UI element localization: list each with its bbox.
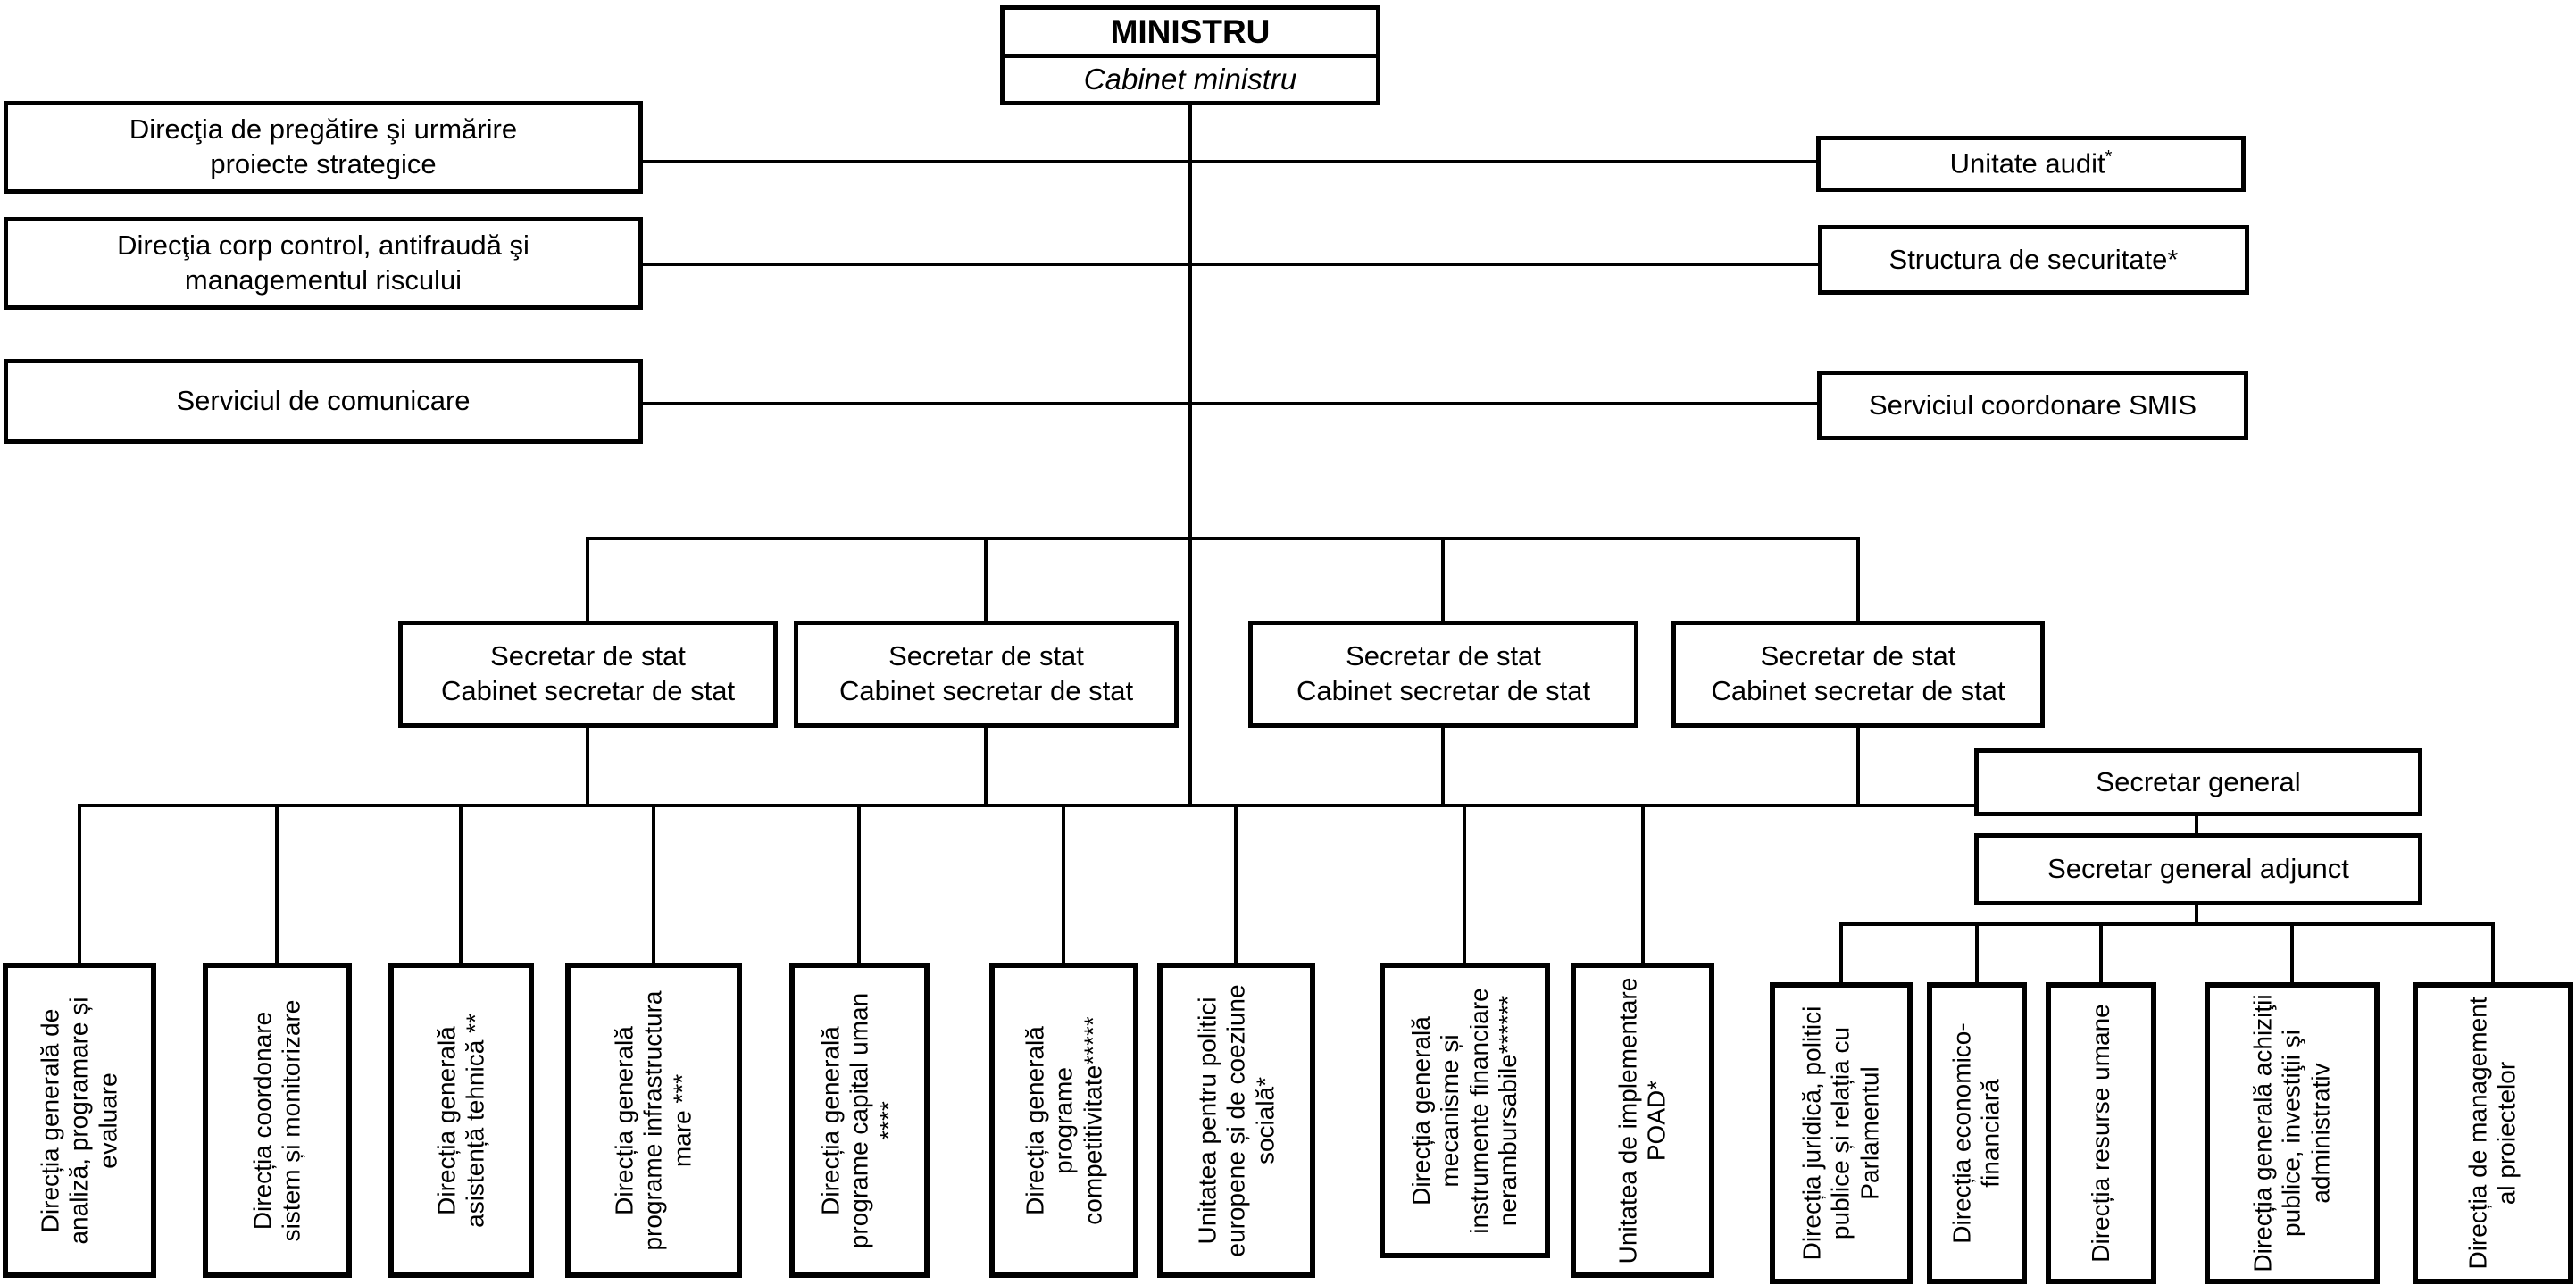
connector-row1 xyxy=(641,160,1818,163)
box-unitatea-implementare-poad: Unitatea de implementare POAD* xyxy=(1571,963,1714,1278)
connector-ss-down-2 xyxy=(984,726,988,807)
connector-ss-drop-2 xyxy=(984,537,988,622)
box-serviciul-comunicare: Serviciul de comunicare xyxy=(4,359,643,444)
box-directia-pregatire-proiecte-strategice: Direcţia de pregătire şi urmărire proiec… xyxy=(4,101,643,194)
box-secretar-general: Secretar general xyxy=(1974,748,2422,816)
unit-label: Secretar general adjunct xyxy=(2047,853,2349,885)
connector-row3 xyxy=(641,402,1819,405)
connector-rdrop-2 xyxy=(1975,924,1979,984)
box-directia-juridica: Direcția juridică, politici publice și r… xyxy=(1770,982,1913,1284)
connector-ss-drop-1 xyxy=(586,537,589,622)
connector-sga-link xyxy=(2195,904,2198,926)
connector-drop-6 xyxy=(1062,805,1065,964)
box-dg-mecanisme-instrumente-financiare: Direcția generală mecanisme și instrumen… xyxy=(1380,963,1550,1258)
ss-line1: Secretar de stat xyxy=(490,640,686,672)
connector-rdrop-3 xyxy=(2099,924,2103,984)
box-dg-analiza-programare-evaluare: Direcția generală de analiză, programare… xyxy=(3,963,156,1278)
connector-right-bus xyxy=(1839,922,2495,926)
box-secretar-de-stat-1: Secretar de stat Cabinet secretar de sta… xyxy=(398,621,778,728)
box-secretar-de-stat-4: Secretar de stat Cabinet secretar de sta… xyxy=(1671,621,2045,728)
unit-label: Direcția generală programe capital uman … xyxy=(815,992,902,1248)
ss-line2: Cabinet secretar de stat xyxy=(838,675,1134,706)
box-directia-management-proiecte: Direcția de management al proiectelor xyxy=(2413,982,2573,1284)
box-secretar-de-stat-2: Secretar de stat Cabinet secretar de sta… xyxy=(794,621,1179,728)
unit-label: Unitate audit xyxy=(1949,147,2105,179)
unit-label: Unitatea pentru politici europene și de … xyxy=(1192,983,1279,1257)
ss-line2: Cabinet secretar de stat xyxy=(440,675,736,706)
unit-label: Serviciul coordonare SMIS xyxy=(1869,388,2197,421)
ministru-cabinet: Cabinet ministru xyxy=(1083,63,1297,96)
box-secretar-de-stat-3: Secretar de stat Cabinet secretar de sta… xyxy=(1248,621,1638,728)
ss-line2: Cabinet secretar de stat xyxy=(1711,675,2005,706)
connector-ss-down-3 xyxy=(1441,726,1445,807)
unit-label: Direcția resurse umane xyxy=(2086,1004,2114,1263)
box-directia-corp-control: Direcţia corp control, antifraudă şi man… xyxy=(4,217,643,310)
unit-label: Unitatea de implementare POAD* xyxy=(1613,977,1671,1264)
connector-main-bus xyxy=(78,804,1976,807)
box-structura-securitate: Structura de securitate* xyxy=(1818,225,2249,295)
unit-label: Direcţia de pregătire şi urmărire proiec… xyxy=(129,113,518,179)
box-dg-programe-infrastructura-mare: Direcția generală programe infrastructur… xyxy=(565,963,742,1278)
unit-label: Structura de securitate* xyxy=(1888,243,2179,275)
connector-drop-3 xyxy=(459,805,463,964)
unit-label: Direcția juridică, politici publice și r… xyxy=(1797,1005,1884,1261)
connector-drop-9 xyxy=(1641,805,1645,964)
unit-label: Direcția economico-financiară xyxy=(1947,1022,2005,1244)
connector-ss-down-1 xyxy=(586,726,589,807)
connector-drop-2 xyxy=(275,805,279,964)
connector-drop-7 xyxy=(1234,805,1238,964)
connector-rdrop-5 xyxy=(2491,924,2495,984)
box-directia-economico-financiara: Direcția economico-financiară xyxy=(1927,982,2027,1284)
ss-line1: Secretar de stat xyxy=(1346,640,1541,672)
box-serviciul-coordonare-smis: Serviciul coordonare SMIS xyxy=(1817,371,2248,440)
box-dg-asistenta-tehnica: Direcția generală asistență tehnică ** xyxy=(388,963,534,1278)
connector-sg-link xyxy=(2195,814,2198,835)
ss-line1: Secretar de stat xyxy=(888,640,1084,672)
unit-label: Direcția generală mecanisme și instrumen… xyxy=(1406,987,1521,1234)
box-unitate-audit: Unitate audit* xyxy=(1816,136,2246,192)
connector-rdrop-4 xyxy=(2290,924,2294,984)
connector-ss-bus xyxy=(586,537,1860,540)
unit-label: Direcția generală programe infrastructur… xyxy=(610,990,696,1251)
unit-label: Direcția generală de analiză, programare… xyxy=(36,996,122,1245)
box-ministru: MINISTRU Cabinet ministru xyxy=(1000,5,1380,105)
unit-label: Direcția generală achiziţii publice, inv… xyxy=(2248,994,2335,1272)
ss-line2: Cabinet secretar de stat xyxy=(1296,675,1591,706)
ss-line1: Secretar de stat xyxy=(1760,640,1956,672)
connector-rdrop-1 xyxy=(1839,924,1843,984)
connector-drop-8 xyxy=(1463,805,1466,964)
unit-label: Direcţia corp control, antifraudă şi man… xyxy=(117,229,529,296)
box-directia-resurse-umane: Direcția resurse umane xyxy=(2046,982,2156,1284)
connector-ss-down-4 xyxy=(1856,726,1860,807)
box-dg-programe-competitivitate: Direcția generală programe competitivita… xyxy=(989,963,1138,1278)
box-unitatea-politici-europene-coeziune: Unitatea pentru politici europene și de … xyxy=(1157,963,1315,1278)
box-dg-achizitii-publice: Direcția generală achiziţii publice, inv… xyxy=(2205,982,2380,1284)
connector-ss-drop-4 xyxy=(1856,537,1860,622)
unit-label: Secretar general xyxy=(2096,765,2301,797)
unit-label: Direcția generală asistență tehnică ** xyxy=(432,1013,489,1228)
unit-label: Serviciul de comunicare xyxy=(176,385,471,417)
box-directia-coordonare-sistem: Direcția coordonare sistem și monitoriza… xyxy=(203,963,352,1278)
box-dg-programe-capital-uman: Direcția generală programe capital uman … xyxy=(789,963,930,1278)
connector-ss-drop-3 xyxy=(1441,537,1445,622)
connector-trunk xyxy=(1188,104,1192,807)
connector-drop-4 xyxy=(652,805,655,964)
unit-label: Direcția generală programe competitivita… xyxy=(1020,1015,1106,1225)
connector-drop-1 xyxy=(78,805,81,964)
connector-row2 xyxy=(641,263,1821,266)
ministru-title: MINISTRU xyxy=(1005,10,1376,58)
box-secretar-general-adjunct: Secretar general adjunct xyxy=(1974,833,2422,905)
connector-drop-5 xyxy=(857,805,861,964)
asterisk-superscript: * xyxy=(2105,146,2113,167)
unit-label: Direcția de management al proiectelor xyxy=(2463,997,2521,1270)
unit-label: Direcția coordonare sistem și monitoriza… xyxy=(248,999,305,1241)
